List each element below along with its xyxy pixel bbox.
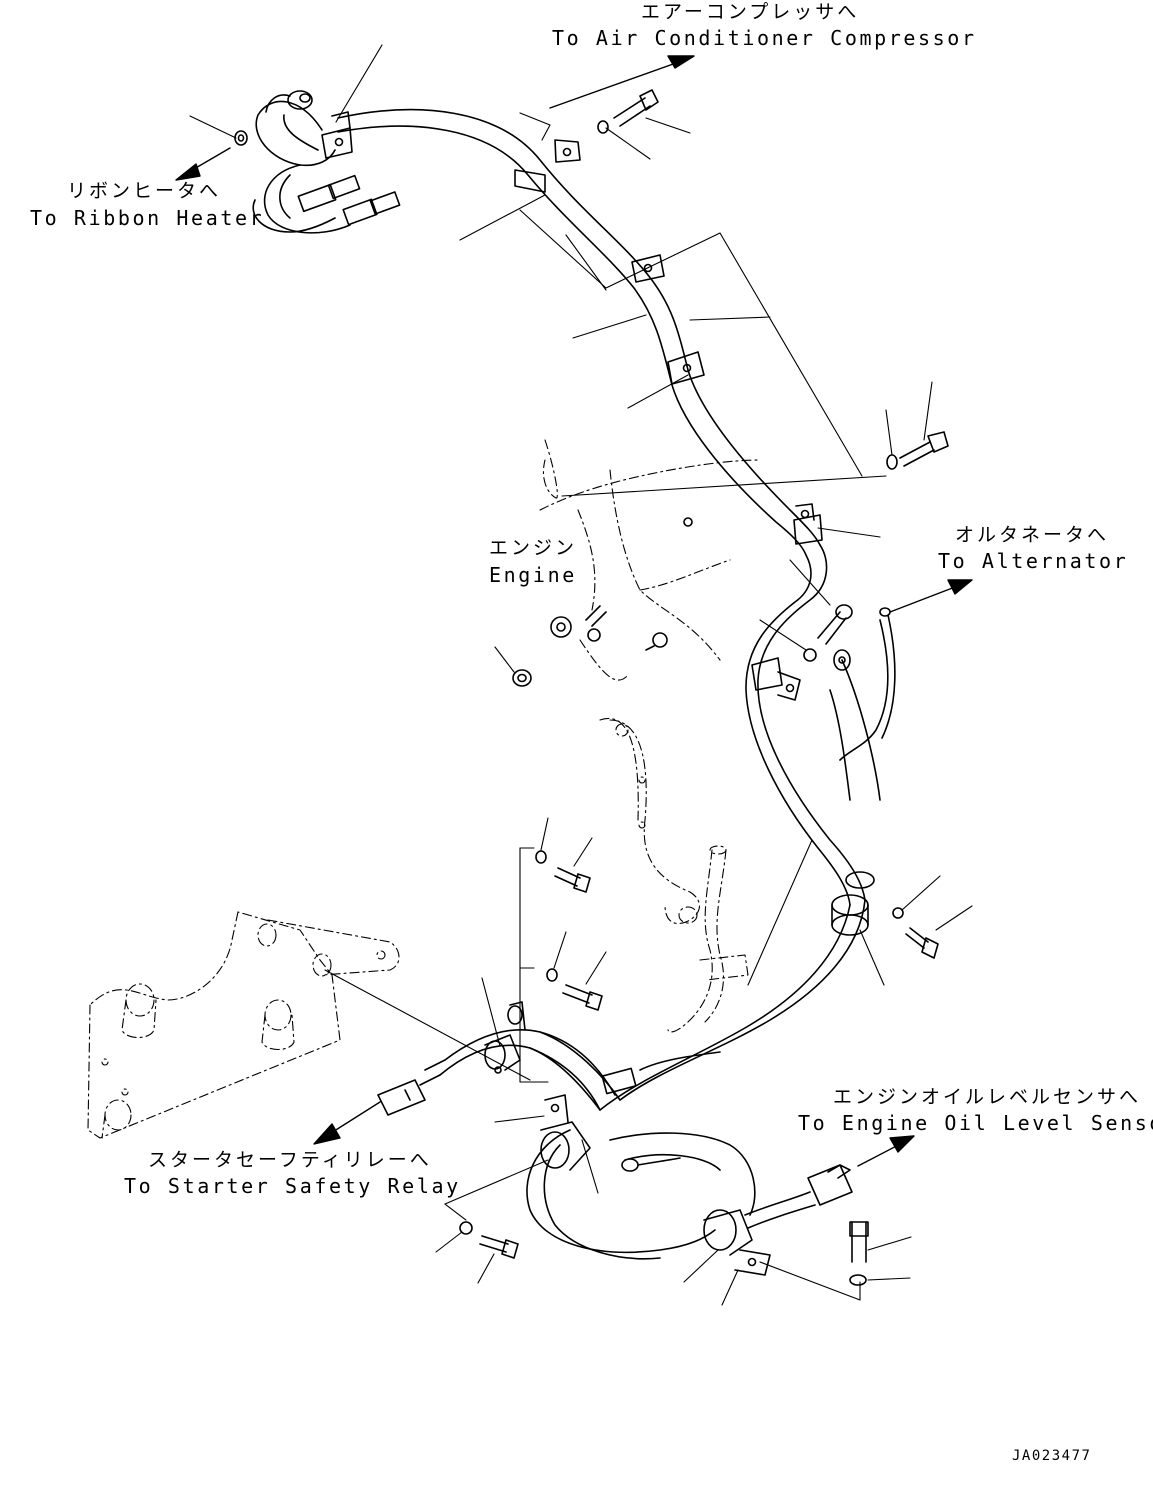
direction-arrows — [175, 55, 973, 1167]
engine-phantom-parts — [87, 439, 761, 1139]
leader-lines — [189, 44, 973, 1306]
ribbon-heater-branch — [252, 90, 401, 234]
engine-mount — [550, 517, 693, 651]
clamps-upper — [321, 111, 823, 545]
main-harness-upper — [337, 108, 821, 556]
bottom-harness — [377, 1001, 853, 1276]
starter-safety-relay-label-ja: スタータセーフティリレーへ — [148, 1149, 432, 1171]
engine-label-en: Engine — [489, 563, 577, 587]
alternator-label-ja: オルタネータへ — [955, 524, 1110, 546]
engine-label-ja: エンジン — [489, 537, 578, 559]
drawing-code: JA023477 — [1012, 1448, 1092, 1464]
air-conditioner-label-en: To Air Conditioner Compressor — [552, 26, 977, 50]
ribbon-heater-label-ja: リボンヒータへ — [67, 180, 222, 202]
main-harness-lower — [599, 544, 896, 1111]
air-conditioner-label-ja: エアーコンプレッサへ — [641, 1, 860, 23]
oil-level-sensor-label-ja: エンジンオイルレベルセンサへ — [833, 1086, 1142, 1108]
ribbon-heater-label-en: To Ribbon Heater — [30, 206, 265, 230]
starter-safety-relay-label-en: To Starter Safety Relay — [124, 1174, 461, 1198]
oil-level-sensor-label-en: To Engine Oil Level Sensor — [798, 1111, 1153, 1135]
hardware — [234, 89, 949, 1286]
alternator-label-en: To Alternator — [938, 549, 1129, 573]
